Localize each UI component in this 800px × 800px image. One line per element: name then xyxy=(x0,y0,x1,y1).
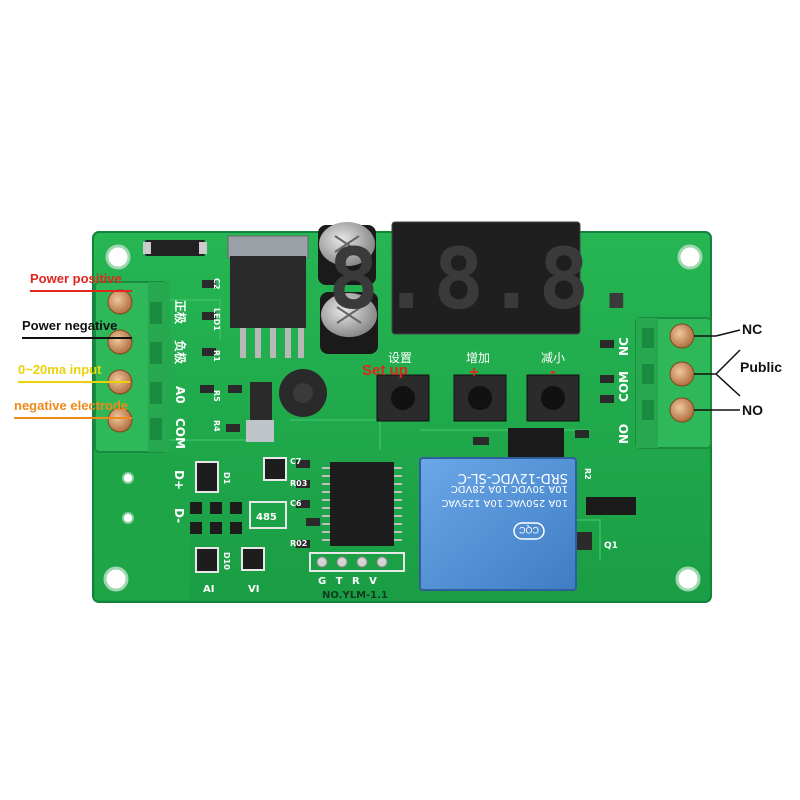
silk-r1: R1 xyxy=(212,350,221,362)
capacitor xyxy=(318,222,376,285)
mounting-hole xyxy=(103,566,129,592)
silk-ai: AI xyxy=(203,584,214,595)
relay: SRD-12VDC-SL-C 10A 250VAC 10A 125VAC 10A… xyxy=(419,457,577,591)
silk-header-pins: G T R V xyxy=(318,576,380,587)
underline-power-positive xyxy=(30,290,132,292)
underline-power-negative xyxy=(22,337,132,339)
relay-model: SRD-12VDC-SL-C xyxy=(458,470,568,485)
silk-pos-cn: 正极 xyxy=(173,300,188,325)
silk-com-left: COM xyxy=(173,418,187,449)
silk-nc-board: NC xyxy=(617,337,631,356)
ic-chip xyxy=(322,462,402,546)
silk-c7: C7 xyxy=(290,457,301,466)
plus-symbol: + xyxy=(469,364,478,381)
display-digits: 8.8.8. xyxy=(328,230,643,328)
underline-negative-electrode xyxy=(14,417,132,419)
right-terminal-block xyxy=(635,317,712,449)
increase-button[interactable] xyxy=(453,374,507,422)
capacitor xyxy=(320,292,378,354)
relay-rating-line2: 10A 30VDC 10A 28VDC xyxy=(451,483,568,494)
silk-q1: Q1 xyxy=(604,541,618,551)
label-power-negative: Power negative xyxy=(22,318,118,333)
increase-button-cn-label: 增加 xyxy=(466,351,490,365)
inductor xyxy=(279,369,327,417)
silk-r2: R2 xyxy=(583,468,592,480)
silk-com-right: COM xyxy=(617,371,631,402)
silk-a0: A0 xyxy=(173,386,187,404)
set-button[interactable] xyxy=(376,374,430,422)
set-button-cn-label: 设置 xyxy=(388,351,412,365)
silk-no-board: NO xyxy=(617,424,631,444)
label-nc: NC xyxy=(742,321,763,337)
silk-r4: R4 xyxy=(212,420,221,432)
label-no: NO xyxy=(742,402,763,418)
silk-board-id: NO.YLM-1.1 xyxy=(322,590,388,601)
relay-rating-line1: 10A 250VAC 10A 125VAC xyxy=(441,497,568,508)
label-input-current: 0~20ma input xyxy=(18,362,102,377)
voltage-regulator xyxy=(227,235,309,358)
right-leader-lines xyxy=(694,329,741,411)
silk-c2: C2 xyxy=(212,278,221,289)
mounting-hole xyxy=(105,244,131,270)
decrease-button-cn-label: 减小 xyxy=(541,351,565,365)
silk-d-plus: D+ xyxy=(172,470,186,490)
silk-d10: D10 xyxy=(222,552,231,570)
silk-c6: C6 xyxy=(290,499,302,508)
label-negative-electrode: negative electrode xyxy=(14,398,129,413)
minus-symbol: - xyxy=(550,361,556,381)
label-power-positive: Power positive xyxy=(30,271,122,286)
label-setup: Set up xyxy=(362,362,408,379)
header-pins xyxy=(309,552,405,572)
underline-input-current xyxy=(18,381,130,383)
silk-r5: R5 xyxy=(212,390,221,402)
silk-r02: R02 xyxy=(290,539,307,548)
silk-d1: D1 xyxy=(222,472,231,485)
seven-segment-display: 8.8.8. xyxy=(328,221,643,335)
mounting-hole xyxy=(675,566,701,592)
silk-led1: LED1 xyxy=(212,308,221,331)
silk-d-minus: D- xyxy=(172,508,186,523)
mounting-hole xyxy=(677,244,703,270)
label-public: Public xyxy=(740,359,783,375)
silk-485: 485 xyxy=(256,512,277,523)
silk-r03: R03 xyxy=(290,479,307,488)
left-terminal-block xyxy=(94,281,170,453)
silk-neg-cn: 负极 xyxy=(173,340,188,365)
decrease-button[interactable] xyxy=(526,374,580,422)
silk-vi: VI xyxy=(248,584,259,595)
relay-cert: CQC xyxy=(519,525,540,535)
